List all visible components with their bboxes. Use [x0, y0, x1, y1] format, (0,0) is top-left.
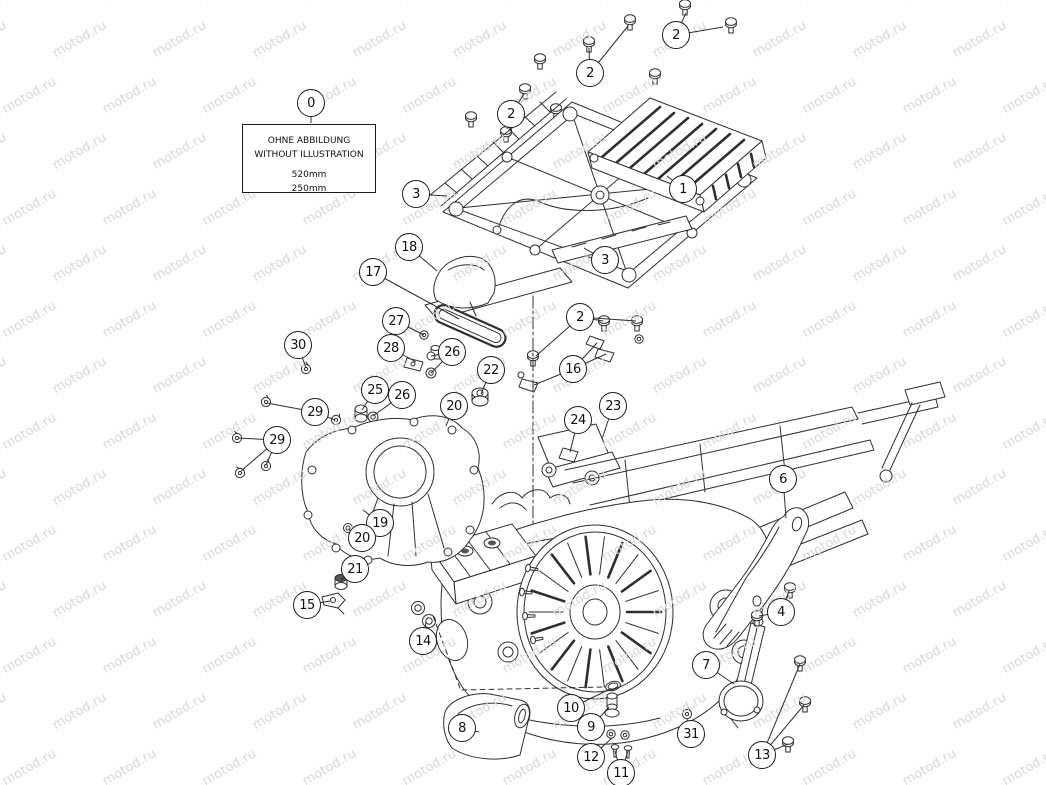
- callout-20: 20: [440, 392, 468, 420]
- bottom-hardware: [604, 679, 695, 759]
- callout-3: 3: [591, 246, 619, 274]
- info-line-de: OHNE ABBILDUNG: [267, 136, 351, 146]
- callout-16: 16: [559, 355, 587, 383]
- callout-11: 11: [607, 759, 635, 785]
- callout-29: 29: [263, 426, 291, 454]
- cover-7: [718, 617, 766, 729]
- callout-9: 9: [577, 713, 605, 741]
- callout-13: 13: [748, 741, 776, 769]
- callout-22: 22: [477, 356, 505, 384]
- callout-2: 2: [662, 21, 690, 49]
- callout-24: 24: [564, 406, 592, 434]
- callout-18: 18: [395, 233, 423, 261]
- callout-30: 30: [284, 331, 312, 359]
- callout-19: 19: [366, 509, 394, 537]
- callout-25: 25: [361, 376, 389, 404]
- callout-1: 1: [669, 175, 697, 203]
- callout-27: 27: [382, 307, 410, 335]
- callout-26: 26: [438, 338, 466, 366]
- callout-7: 7: [692, 651, 720, 679]
- bracket-18: [424, 255, 573, 320]
- callout-31: 31: [677, 720, 705, 748]
- callout-6: 6: [769, 465, 797, 493]
- callout-28: 28: [377, 334, 405, 362]
- callout-2: 2: [576, 59, 604, 87]
- callout-20: 20: [348, 524, 376, 552]
- info-dimension-2: 250mm: [291, 183, 327, 194]
- callout-23: 23: [599, 392, 627, 420]
- left-small-parts: [321, 523, 604, 691]
- callout-29: 29: [301, 398, 329, 426]
- callout-14: 14: [409, 627, 437, 655]
- callout-2: 2: [566, 303, 594, 331]
- tank-box: [429, 523, 537, 605]
- cover-8: [443, 693, 531, 760]
- callout-21: 21: [341, 555, 369, 583]
- callout-0: 0: [297, 89, 325, 117]
- callout-4: 4: [767, 598, 795, 626]
- guard-6: [702, 507, 810, 650]
- info-dimension-1: 520mm: [291, 170, 327, 180]
- small-parts-cluster: [354, 330, 489, 433]
- callout-3: 3: [402, 180, 430, 208]
- callout-2: 2: [497, 100, 525, 128]
- callout-8: 8: [448, 714, 476, 742]
- callout-17: 17: [359, 258, 387, 286]
- callout-15: 15: [293, 591, 321, 619]
- info-line-en: WITHOUT ILLUSTRATION: [254, 149, 364, 160]
- callout-26: 26: [388, 381, 416, 409]
- no-illustration-box: OHNE ABBILDUNG WITHOUT ILLUSTRATION 520m…: [242, 124, 376, 194]
- flywheel: [516, 524, 674, 700]
- callout-12: 12: [577, 743, 605, 771]
- clamp-cluster: [517, 295, 644, 568]
